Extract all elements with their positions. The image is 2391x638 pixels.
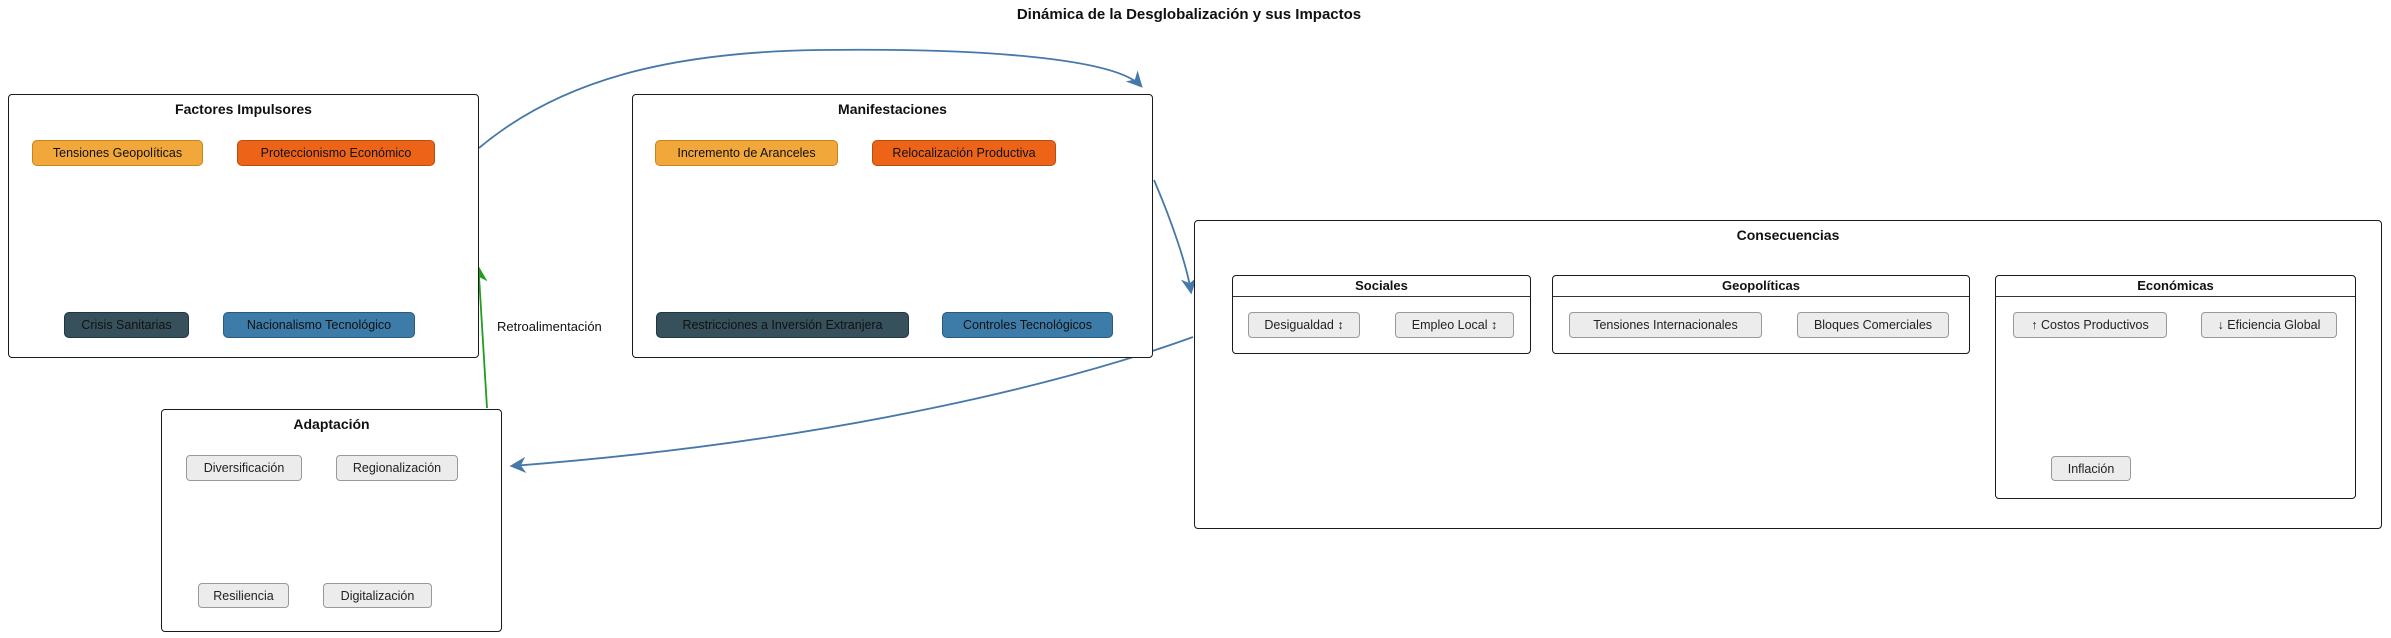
diagram-title: Dinámica de la Desglobalización y sus Im… [1016, 6, 1362, 23]
node-resiliencia: Resiliencia [198, 583, 289, 608]
group-title-consecuencias: Consecuencias [1736, 227, 1840, 243]
node-costos-productivos: ↑ Costos Productivos [2013, 312, 2167, 338]
node-eficiencia-global: ↓ Eficiencia Global [2201, 312, 2337, 338]
node-nacionalismo-tecnologico: Nacionalismo Tecnológico [223, 312, 415, 338]
group-title-sociales: Sociales [1233, 276, 1530, 297]
node-proteccionismo-economico: Proteccionismo Económico [237, 140, 435, 166]
node-empleo-local: Empleo Local ↕ [1395, 312, 1514, 338]
node-tensiones-internacionales: Tensiones Internacionales [1569, 312, 1762, 338]
node-digitalizacion: Digitalización [323, 583, 432, 608]
group-title-adaptacion: Adaptación [293, 416, 370, 432]
edge-adaptacion-to-factores-feedback [471, 265, 488, 409]
node-bloques-comerciales: Bloques Comerciales [1797, 312, 1949, 338]
node-regionalizacion: Regionalización [336, 455, 458, 481]
group-title-geopoliticas: Geopolíticas [1553, 276, 1969, 297]
node-crisis-sanitarias: Crisis Sanitarias [64, 312, 189, 338]
group-title-economicas: Económicas [1996, 276, 2355, 297]
node-diversificacion: Diversificación [186, 455, 302, 481]
group-title-factores: Factores Impulsores [175, 101, 312, 117]
node-inflacion: Inflación [2051, 456, 2131, 481]
edge-label-retroalimentacion: Retroalimentación [497, 319, 602, 334]
node-relocalizacion-productiva: Relocalización Productiva [872, 140, 1056, 166]
node-desigualdad: Desigualdad ↕ [1248, 312, 1360, 338]
node-incremento-aranceles: Incremento de Aranceles [655, 140, 838, 166]
node-controles-tecnologicos: Controles Tecnológicos [942, 312, 1113, 338]
node-restricciones-inversion: Restricciones a Inversión Extranjera [656, 312, 909, 338]
group-title-manifestaciones: Manifestaciones [838, 101, 947, 117]
node-tensiones-geopoliticas: Tensiones Geopolíticas [32, 140, 203, 166]
group-economicas: Económicas [1995, 275, 2356, 499]
edge-manifestaciones-to-consecuencias [1153, 179, 1197, 295]
